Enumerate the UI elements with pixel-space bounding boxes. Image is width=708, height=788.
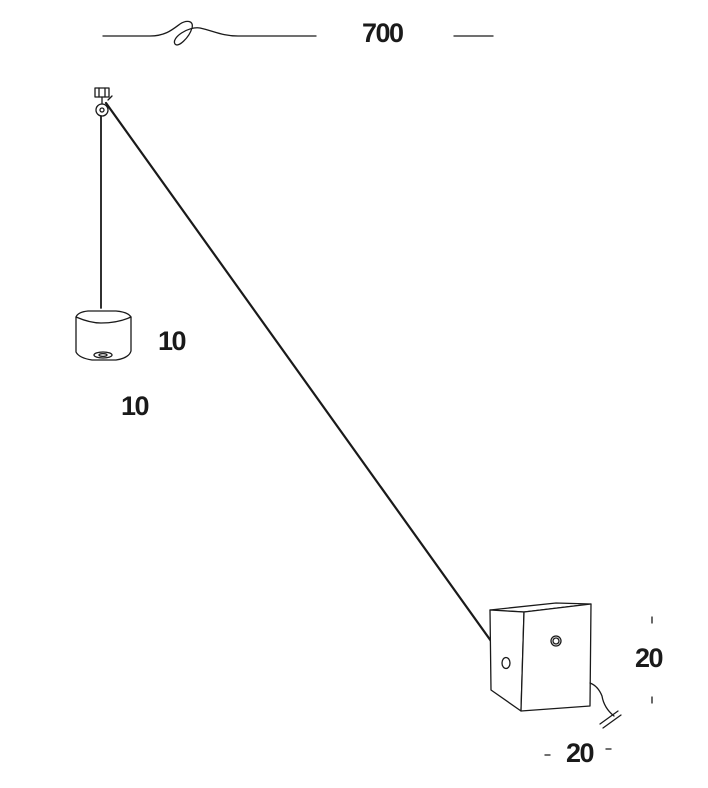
small-pendant-cube [75,310,132,361]
diagonal-cable [104,101,508,664]
small-cube-height-label: 10 [158,326,187,356]
dimension-ticks [544,616,653,756]
large-cube-height-label: 20 [635,643,664,673]
top-dimension-line [102,20,494,46]
counterweight-cube [489,602,622,729]
large-cube-width-label: 20 [566,738,595,768]
small-cube-width-label: 10 [121,391,150,421]
top-length-label: 700 [362,18,404,48]
ceiling-hook [94,87,113,117]
